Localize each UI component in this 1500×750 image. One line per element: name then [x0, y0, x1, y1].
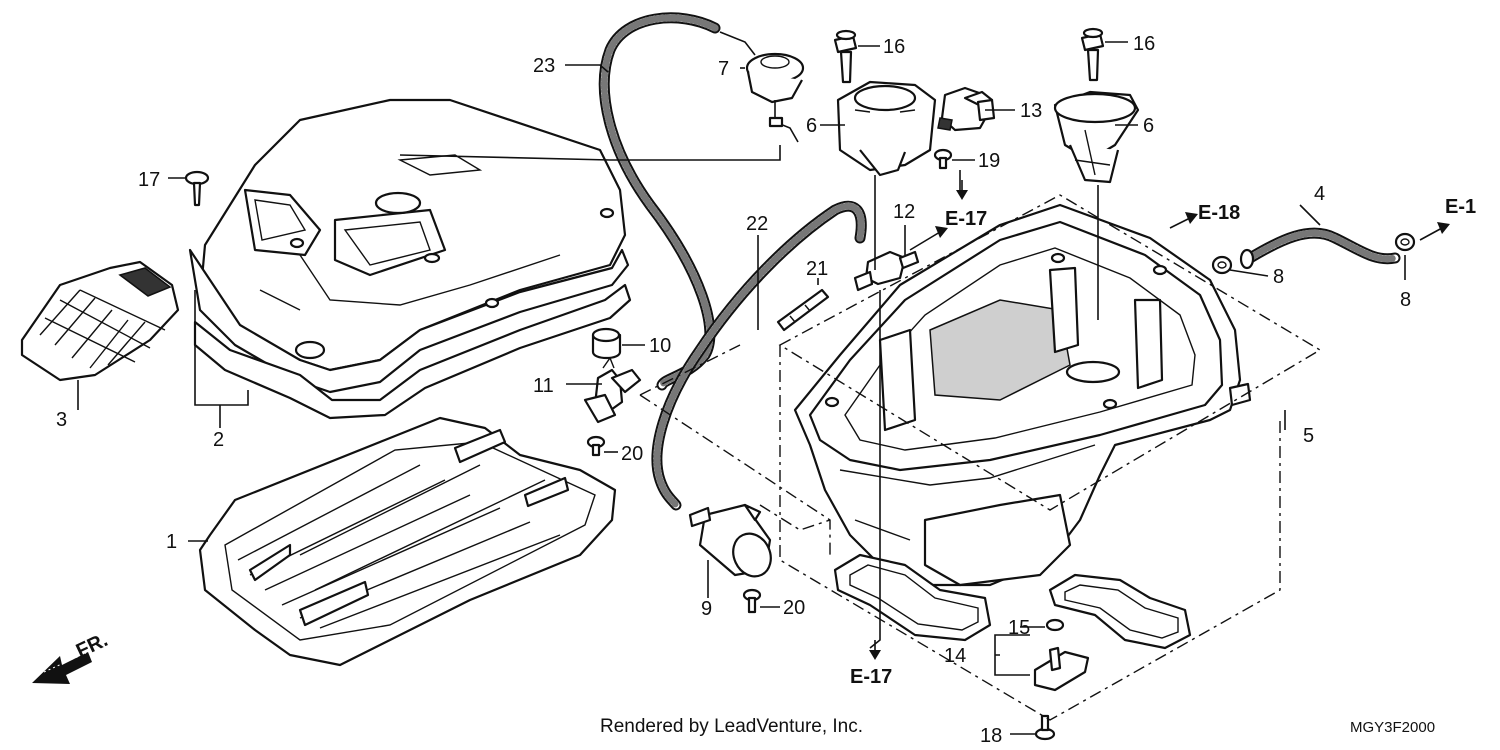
callout-8-left: 8	[1273, 266, 1284, 288]
callout-19: 19	[978, 150, 1000, 172]
case-assembly-outline-lower	[779, 345, 1281, 721]
callout-9: 9	[701, 598, 712, 620]
callout-17: 17	[138, 169, 160, 191]
callout-11: 11	[533, 375, 554, 397]
callout-labels: 1 2 3 4 5 6 6 7 8 8 9 10 11 12 13 14 15 …	[56, 33, 1411, 747]
leader-lines	[77, 41, 1406, 735]
case-assembly-outline	[778, 194, 1322, 511]
callout-18: 18	[980, 725, 1002, 747]
hose-route-outline	[759, 504, 831, 531]
funnel-left	[836, 80, 937, 177]
screw-20-upper	[586, 435, 606, 457]
callout-23: 23	[533, 55, 555, 77]
connecting-tube	[20, 260, 180, 382]
callout-2: 2	[213, 429, 224, 451]
cap	[591, 327, 622, 360]
breather-hose-22	[651, 200, 867, 511]
air-cleaner-element	[198, 416, 617, 667]
callout-7: 7	[718, 58, 729, 80]
drain-hose	[1239, 227, 1401, 270]
ref-e1: E-1	[1445, 196, 1476, 218]
callout-15: 15	[1008, 617, 1030, 639]
callout-16-left: 16	[883, 36, 905, 58]
callout-6-right: 6	[1143, 115, 1154, 137]
screw-19	[933, 148, 953, 170]
chamber	[688, 503, 772, 578]
drain-plug-14	[1033, 618, 1090, 692]
breather-hose-23	[598, 12, 756, 391]
clip-8-left	[1211, 255, 1233, 275]
callout-5: 5	[1303, 425, 1314, 447]
clip-8-right	[1394, 232, 1416, 252]
callout-20-lower: 20	[783, 597, 805, 619]
solenoid-valve	[745, 52, 805, 143]
diagram-code: MGY3F2000	[1350, 719, 1435, 736]
callout-3: 3	[56, 409, 67, 431]
bolt-16-right	[1080, 27, 1105, 82]
joint-valve	[583, 356, 642, 424]
air-cleaner-case	[793, 203, 1252, 650]
callout-12: 12	[893, 201, 915, 223]
callout-22: 22	[746, 213, 768, 235]
ref-e18: E-18	[1198, 202, 1240, 224]
callout-10: 10	[649, 335, 671, 357]
callout-13: 13	[1020, 100, 1042, 122]
screw-20-lower	[742, 588, 762, 614]
ref-e17-top: E-17	[945, 208, 987, 230]
ref-e17-bottom: E-17	[850, 666, 892, 688]
callout-8-right: 8	[1400, 289, 1411, 311]
callout-16-right: 16	[1133, 33, 1155, 55]
callout-4: 4	[1314, 183, 1325, 205]
front-direction-arrow	[32, 652, 92, 684]
bolt-16-left	[833, 29, 858, 84]
callout-21: 21	[806, 258, 828, 280]
screw-17	[184, 170, 210, 207]
callout-6-left: 6	[806, 115, 817, 137]
screw-18	[1034, 714, 1056, 741]
air-cleaner-cover	[188, 98, 632, 420]
callout-1: 1	[166, 531, 177, 553]
reference-arrows	[869, 180, 1450, 660]
callout-14: 14	[944, 645, 966, 667]
short-pipe	[776, 288, 830, 332]
funnel-right	[1053, 90, 1140, 184]
credit-line: Rendered by LeadVenture, Inc.	[600, 716, 863, 737]
sensor	[937, 86, 996, 132]
callout-20-upper: 20	[621, 443, 643, 465]
